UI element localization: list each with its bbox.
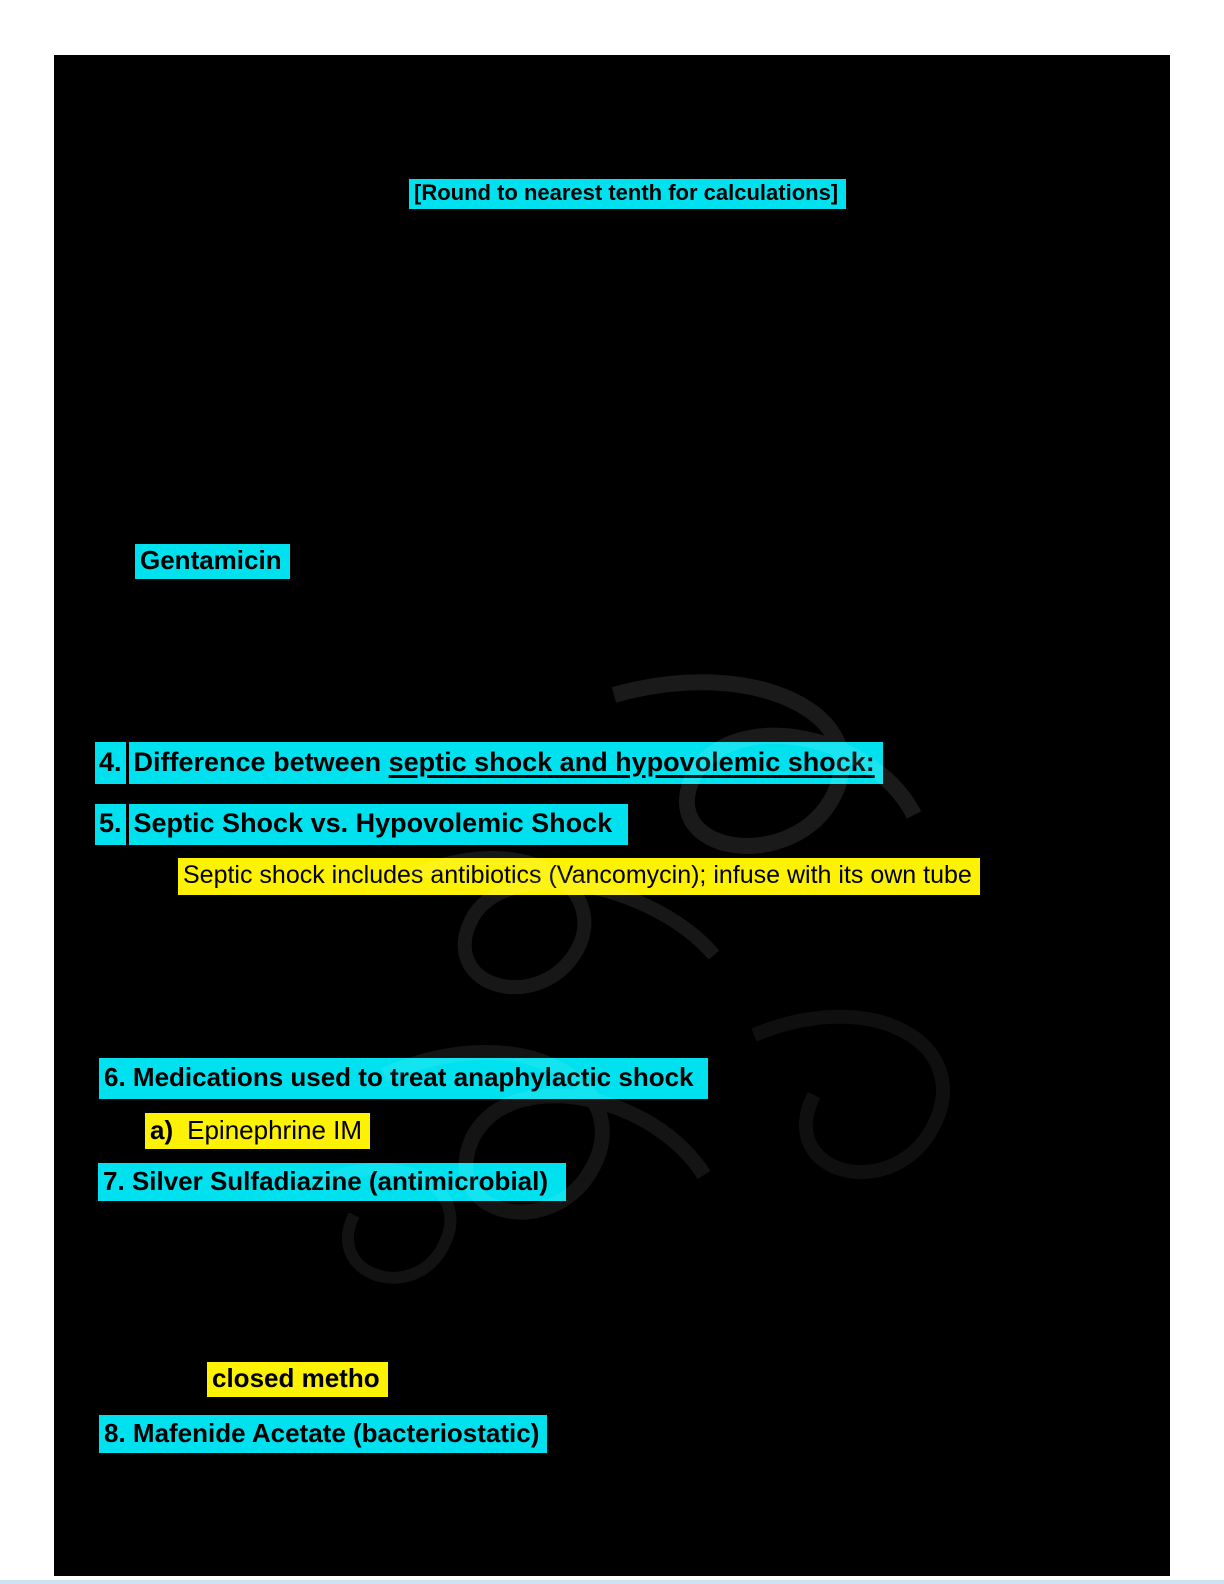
item-8-text: 8. Mafenide Acetate (bacteriostatic) xyxy=(104,1417,540,1448)
item-4-text-underlined: septic shock and hypovolemic shock: xyxy=(388,746,875,777)
septic-note-text: Septic shock includes antibiotics (Vanco… xyxy=(183,861,972,889)
item-7-line: 7. Silver Sulfadiazine (antimicrobial) xyxy=(98,1163,567,1201)
item-4-highlight: Difference between septic shock and hypo… xyxy=(128,742,883,784)
closed-method-text: closed metho xyxy=(212,1363,380,1393)
item-8-line: 8. Mafenide Acetate (bacteriostatic) xyxy=(99,1415,548,1453)
item-6a-text: Epinephrine IM xyxy=(187,1114,363,1145)
item-6a-marker: a) xyxy=(150,1114,174,1145)
calculation-note-text: [Round to nearest tenth for calculations… xyxy=(414,180,839,205)
item-6a-highlight: a) Epinephrine IM xyxy=(145,1113,371,1149)
item-5-text: Septic Shock vs. Hypovolemic Shock xyxy=(133,808,613,838)
calculation-note-highlight: [Round to nearest tenth for calculations… xyxy=(409,179,847,209)
septic-note-highlight: Septic shock includes antibiotics (Vanco… xyxy=(178,858,980,895)
item-7-text: 7. Silver Sulfadiazine (antimicrobial) xyxy=(103,1165,549,1196)
gentamicin-line: Gentamicin xyxy=(135,544,290,579)
item-4-number: 4. xyxy=(99,746,122,777)
gentamicin-highlight: Gentamicin xyxy=(135,544,290,579)
item-6a-line: a) Epinephrine IM xyxy=(145,1113,371,1149)
item-4-line: 4. Difference between septic shock and h… xyxy=(95,742,883,784)
item-6-highlight: 6. Medications used to treat anaphylacti… xyxy=(99,1058,708,1099)
gentamicin-text: Gentamicin xyxy=(140,545,282,575)
closed-method-line: closed metho xyxy=(207,1362,388,1397)
item-6-line: 6. Medications used to treat anaphylacti… xyxy=(99,1058,708,1099)
item-5-number: 5. xyxy=(99,808,122,838)
closed-method-highlight: closed metho xyxy=(207,1362,388,1397)
item-5-line: 5. Septic Shock vs. Hypovolemic Shock xyxy=(95,804,629,845)
item-7-highlight: 7. Silver Sulfadiazine (antimicrobial) xyxy=(98,1163,567,1201)
item-5-highlight: Septic Shock vs. Hypovolemic Shock xyxy=(128,804,629,845)
bottom-strip xyxy=(0,1580,1224,1584)
calculation-note-line: [Round to nearest tenth for calculations… xyxy=(409,179,847,209)
item-8-highlight: 8. Mafenide Acetate (bacteriostatic) xyxy=(99,1415,548,1453)
item-6-text: 6. Medications used to treat anaphylacti… xyxy=(104,1062,694,1092)
septic-note-line: Septic shock includes antibiotics (Vanco… xyxy=(178,858,980,895)
item-5-number-highlight: 5. xyxy=(95,804,126,845)
item-4-number-highlight: 4. xyxy=(95,742,126,784)
item-4-text-prefix: Difference between xyxy=(133,746,389,777)
document-page: [Round to nearest tenth for calculations… xyxy=(54,55,1170,1576)
